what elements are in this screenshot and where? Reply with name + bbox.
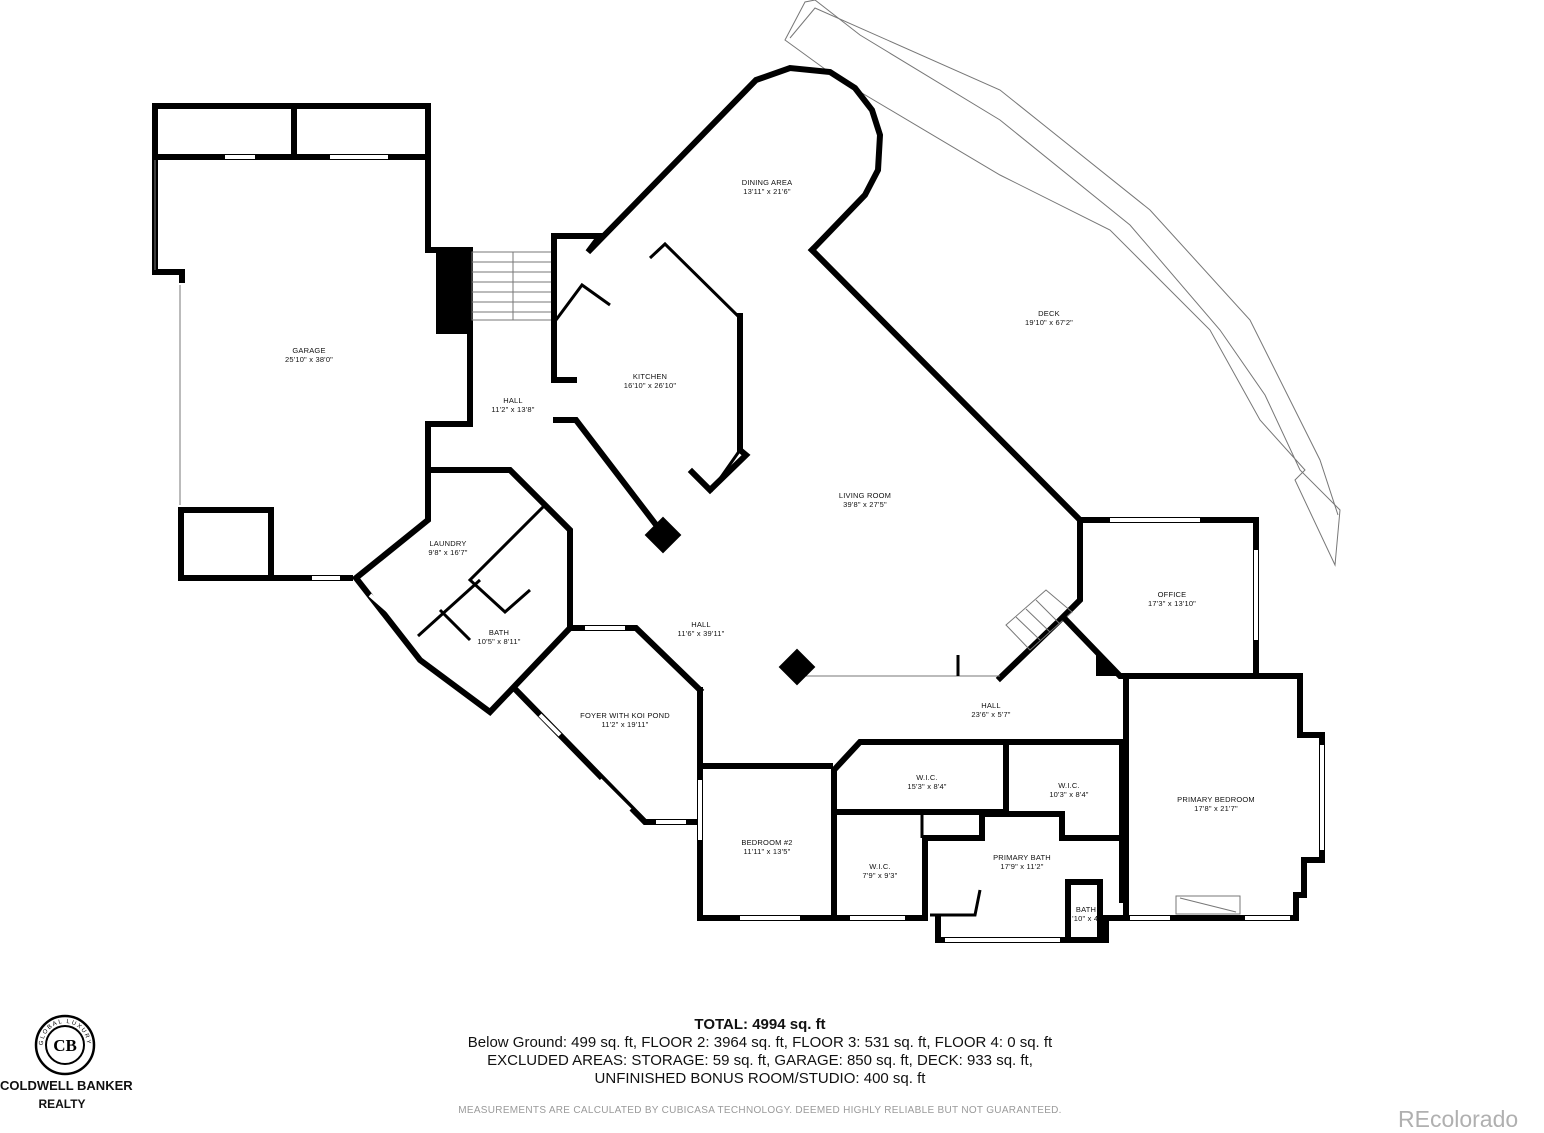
room-dims: 15'3" x 8'4" [907, 782, 947, 791]
room-name: GARAGE [292, 346, 326, 355]
brand-logo: CB GLOBAL LUXURY COLDWELL BANKER REALTY [0, 1014, 133, 1114]
room-label-bath: BATH 10'5" x 8'11" [477, 628, 520, 646]
room-name: FOYER WITH KOI POND [580, 711, 670, 720]
deck-outline [784, 0, 1341, 567]
living-room-walls [553, 245, 1259, 686]
room-label-office: OFFICE 17'3" x 13'10" [1148, 590, 1196, 608]
room-label-foyer: FOYER WITH KOI POND 11'2" x 19'11" [580, 711, 670, 729]
excluded-areas: EXCLUDED AREAS: STORAGE: 59 sq. ft, GARA… [487, 1052, 1033, 1069]
room-dims: 7'9" x 9'3" [862, 871, 898, 880]
room-label-bedroom-2: BEDROOM #2 11'11" x 13'5" [741, 838, 792, 856]
room-label-laundry: LAUNDRY 9'8" x 16'7" [428, 539, 467, 557]
room-name: BATH [488, 628, 510, 637]
office-stair [1005, 589, 1325, 738]
room-label-living: LIVING ROOM 39'8" x 27'5" [839, 491, 891, 509]
excluded-areas-cont: UNFINISHED BONUS ROOM/STUDIO: 400 sq. ft [594, 1070, 926, 1087]
room-name: PRIMARY BEDROOM [1177, 795, 1255, 804]
room-dims: 10'5" x 8'11" [477, 637, 521, 646]
cb-seal-icon: CB GLOBAL LUXURY [34, 1014, 96, 1076]
room-name: W.I.C. [1058, 781, 1080, 790]
room-dims: 16'10" x 26'10" [623, 381, 677, 390]
room-label-wic-2: W.I.C. 10'3" x 8'4" [1049, 781, 1088, 799]
room-name: PRIMARY BATH [993, 853, 1051, 862]
room-name: DECK [1038, 309, 1060, 318]
room-name: BEDROOM #2 [741, 838, 793, 847]
brand-name: COLDWELL BANKER [0, 1078, 133, 1093]
room-dims: 9'8" x 16'7" [428, 548, 468, 557]
room-name: HALL [691, 620, 711, 629]
room-dims: 23'6" x 5'7" [971, 710, 1011, 719]
total-area: TOTAL: 4994 sq. ft [694, 1016, 826, 1033]
room-label-bath-2: BATH '10" x 4' [1072, 905, 1100, 923]
stairs [471, 251, 555, 321]
area-totals: TOTAL: 4994 sq. ft Below Ground: 499 sq.… [468, 1016, 1052, 1088]
brand-subtitle: REALTY [38, 1097, 86, 1111]
room-dims: 11'6" x 39'11" [677, 629, 725, 638]
room-dims: 13'11" x 21'6" [743, 187, 791, 196]
room-dims: 17'9" x 11'2" [1000, 862, 1044, 871]
room-name: HALL [503, 396, 523, 405]
room-label-primary-bath: PRIMARY BATH 17'9" x 11'2" [993, 853, 1051, 871]
room-name: LAUNDRY [429, 539, 467, 548]
room-name: HALL [981, 701, 1001, 710]
room-name: DINING AREA [741, 178, 793, 187]
room-dims: 39'8" x 27'5" [843, 500, 887, 509]
room-dims: 11'2" x 13'8" [491, 405, 535, 414]
laundry-bath-walls [351, 457, 705, 716]
room-dims: 11'11" x 13'5" [743, 847, 791, 856]
room-dims: 17'3" x 13'10" [1147, 599, 1197, 608]
room-label-hall: HALL 11'2" x 13'8" [491, 396, 534, 414]
watermark: REcolorado [1398, 1106, 1519, 1132]
room-label-deck: DECK 19'10" x 67'2" [1025, 309, 1073, 327]
room-label-hall-main: HALL 11'6" x 39'11" [678, 620, 725, 638]
room-label-kitchen: KITCHEN 16'10" x 26'10" [624, 372, 676, 390]
room-label-garage: GARAGE 25'10" x 38'0" [285, 346, 333, 364]
room-dims: 11'2" x 19'11" [601, 720, 649, 729]
room-name: BATH [1075, 905, 1097, 914]
room-dims: 19'10" x 67'2" [1024, 318, 1074, 327]
room-name: KITCHEN [632, 372, 668, 381]
bedroom-wing-walls [697, 673, 1325, 943]
room-name: W.I.C. [916, 773, 938, 782]
room-label-wic-1: W.I.C. 15'3" x 8'4" [907, 773, 946, 791]
kitchen-dining-walls [551, 64, 884, 495]
disclaimer: MEASUREMENTS ARE CALCULATED BY CUBICASA … [458, 1105, 1062, 1116]
room-label-dining: DINING AREA 13'11" x 21'6" [742, 178, 793, 196]
room-label-hall-bedroom: HALL 23'6" x 5'7" [971, 701, 1010, 719]
room-label-primary-bedroom: PRIMARY BEDROOM 17'8" x 21'7" [1177, 795, 1255, 813]
room-label-wic-3: W.I.C. 7'9" x 9'3" [863, 862, 898, 880]
room-name: LIVING ROOM [838, 491, 892, 500]
room-dims: '10" x 4' [1072, 914, 1100, 923]
stair-block [436, 252, 470, 334]
floor-plan [152, 0, 1341, 943]
room-dims: 25'10" x 38'0" [284, 355, 334, 364]
room-name: W.I.C. [869, 862, 891, 871]
room-dims: 10'3" x 8'4" [1049, 790, 1089, 799]
room-name: OFFICE [1157, 590, 1187, 599]
room-dims: 17'8" x 21'7" [1194, 804, 1238, 813]
seal-monogram: CB [53, 1036, 77, 1055]
garage-walls [152, 103, 473, 581]
floor-breakdown: Below Ground: 499 sq. ft, FLOOR 2: 3964 … [467, 1034, 1053, 1051]
